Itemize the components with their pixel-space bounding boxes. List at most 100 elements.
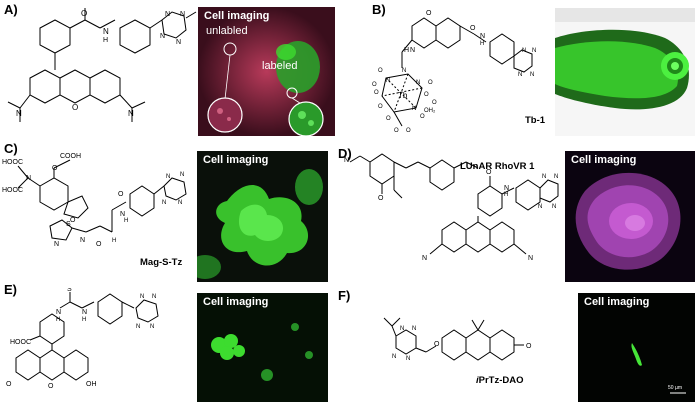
panel-a-image-title: Cell imaging bbox=[204, 10, 270, 22]
atom-e-h1: H bbox=[56, 317, 60, 323]
panel-c-label: C) bbox=[4, 141, 18, 156]
atom-b-o12: O bbox=[406, 128, 411, 134]
compound-iprtz-dao: iPrTz-DAO bbox=[476, 375, 524, 386]
compound-iprtz-dao-rest: PrTz-DAO bbox=[478, 375, 524, 386]
atom-c-n6: N bbox=[180, 172, 184, 178]
atom-c-n8: N bbox=[178, 200, 182, 206]
atom-f-n1: N bbox=[400, 326, 404, 332]
atom-b-h1: H bbox=[404, 47, 409, 54]
atom-a-h1: H bbox=[103, 37, 108, 44]
panel-c-image: Cell imaging bbox=[197, 151, 328, 282]
panel-e-structure: S N H N H N N N N HOOC O O OH bbox=[6, 288, 159, 390]
atom-c-o3: O bbox=[96, 241, 102, 248]
atom-c-o2: O bbox=[70, 217, 76, 224]
atom-e-n4: N bbox=[152, 294, 156, 300]
atom-c-s: S bbox=[66, 221, 71, 228]
panel-a-label: A) bbox=[4, 2, 18, 17]
atom-c-cooh: COOH bbox=[60, 153, 81, 160]
atom-b-o1: O bbox=[426, 10, 432, 17]
panel-d-label: D) bbox=[338, 146, 352, 161]
atom-c-n7: N bbox=[162, 200, 166, 206]
panel-c-structure: HOOC COOH HOOC N O O N S N O H O N H N N… bbox=[2, 153, 187, 248]
atom-b-o8: O bbox=[386, 116, 391, 122]
atom-e-s: S bbox=[67, 288, 72, 293]
atom-e-o1: O bbox=[6, 381, 12, 388]
atom-b-o5: O bbox=[424, 92, 429, 98]
atom-d-n5: N bbox=[538, 204, 542, 210]
atom-c-h2: H bbox=[124, 218, 128, 224]
atom-b-n7: N bbox=[386, 78, 390, 84]
atom-b-n1: N bbox=[410, 47, 415, 54]
atom-e-n5: N bbox=[136, 324, 140, 330]
atom-d-n4: N bbox=[554, 174, 558, 180]
atom-a-n4: N bbox=[160, 33, 165, 40]
atom-c-n3: N bbox=[80, 237, 85, 244]
atom-b-n6: N bbox=[530, 72, 534, 78]
panel-f-image: Cell imaging 50 µm bbox=[578, 293, 695, 402]
atom-c-o4: O bbox=[118, 191, 124, 198]
atom-b-o2: O bbox=[470, 25, 476, 32]
atom-e-hooc: HOOC bbox=[10, 339, 31, 346]
atom-d-n1: N bbox=[344, 157, 349, 164]
panel-d-image-title: Cell imaging bbox=[571, 154, 637, 166]
atom-b-n2: N bbox=[480, 33, 485, 40]
atom-b-o11: O bbox=[394, 128, 399, 134]
atom-d-n3: N bbox=[542, 174, 546, 180]
atom-f-n4: N bbox=[406, 356, 410, 362]
atom-a-o1: O bbox=[81, 9, 87, 18]
atom-c-hooc2: HOOC bbox=[2, 187, 23, 194]
scale-bar-label: 50 µm bbox=[668, 385, 682, 391]
atom-d-h1: H bbox=[504, 192, 508, 198]
atom-b-n4: N bbox=[532, 48, 536, 54]
panel-a-structure: O N H N N N N O N N bbox=[7, 8, 197, 122]
annotation-labeled: labeled bbox=[262, 60, 298, 72]
atom-b-o9: O bbox=[420, 114, 425, 120]
panel-d-image: Cell imaging bbox=[565, 151, 695, 282]
atom-b-n3: N bbox=[522, 48, 526, 54]
atom-b-o13: O bbox=[372, 82, 377, 88]
atom-b-n8: N bbox=[416, 80, 420, 86]
atom-d-n8: N bbox=[528, 255, 533, 262]
atom-f-n2: N bbox=[412, 326, 416, 332]
panel-f-label: F) bbox=[338, 288, 351, 303]
compound-tb-1: Tb-1 bbox=[525, 115, 546, 126]
atom-d-n2: N bbox=[504, 185, 509, 192]
atom-b-n5: N bbox=[518, 72, 522, 78]
atom-a-n7: N bbox=[128, 109, 134, 118]
atom-e-o2: O bbox=[48, 383, 54, 390]
atom-b-o10: O bbox=[432, 100, 437, 106]
panel-b-label: B) bbox=[372, 2, 386, 17]
compound-iprtz-dao-prefix: i bbox=[476, 375, 479, 386]
atom-f-n3: N bbox=[392, 354, 396, 360]
atom-b-oh2: OH₂ bbox=[424, 108, 436, 114]
atom-e-n1: N bbox=[56, 309, 61, 316]
atom-b-o7: O bbox=[378, 104, 383, 110]
atom-d-o1: O bbox=[378, 195, 384, 202]
panel-e-label: E) bbox=[4, 282, 17, 297]
atom-c-h1: H bbox=[112, 238, 116, 244]
atom-e-n2: N bbox=[82, 309, 87, 316]
atom-c-n1: N bbox=[26, 175, 31, 182]
atom-b-n9: N bbox=[412, 106, 416, 112]
atom-c-n5: N bbox=[166, 174, 170, 180]
annotation-unlabled: unlabled bbox=[206, 25, 248, 37]
atom-e-n6: N bbox=[150, 324, 154, 330]
panel-b-structure: O H N O N H N N N N O N Tb N N O O O O O… bbox=[372, 10, 536, 134]
atom-b-tb: Tb bbox=[398, 91, 408, 100]
atom-b-n10: N bbox=[402, 68, 406, 74]
atom-c-o1: O bbox=[52, 165, 58, 172]
panel-a-image: Cell imaging unlabled labeled bbox=[198, 7, 335, 136]
compound-lunar-rhovr-1: LUnAR RhoVR 1 bbox=[460, 161, 535, 172]
atom-f-o2: O bbox=[526, 343, 532, 350]
atom-a-n6: N bbox=[16, 109, 22, 118]
atom-a-o2: O bbox=[72, 103, 78, 112]
atom-b-h2: H bbox=[480, 41, 484, 47]
panel-e-image-title: Cell imaging bbox=[203, 296, 269, 308]
atom-c-hooc1: HOOC bbox=[2, 159, 23, 166]
atom-e-n3: N bbox=[140, 294, 144, 300]
atom-b-o3: O bbox=[378, 68, 383, 74]
atom-c-n2: N bbox=[54, 241, 59, 248]
panel-d-structure: N O N H O N N N N N N bbox=[344, 153, 559, 262]
atom-e-h2: H bbox=[82, 317, 86, 323]
atom-a-n3: N bbox=[180, 11, 185, 18]
